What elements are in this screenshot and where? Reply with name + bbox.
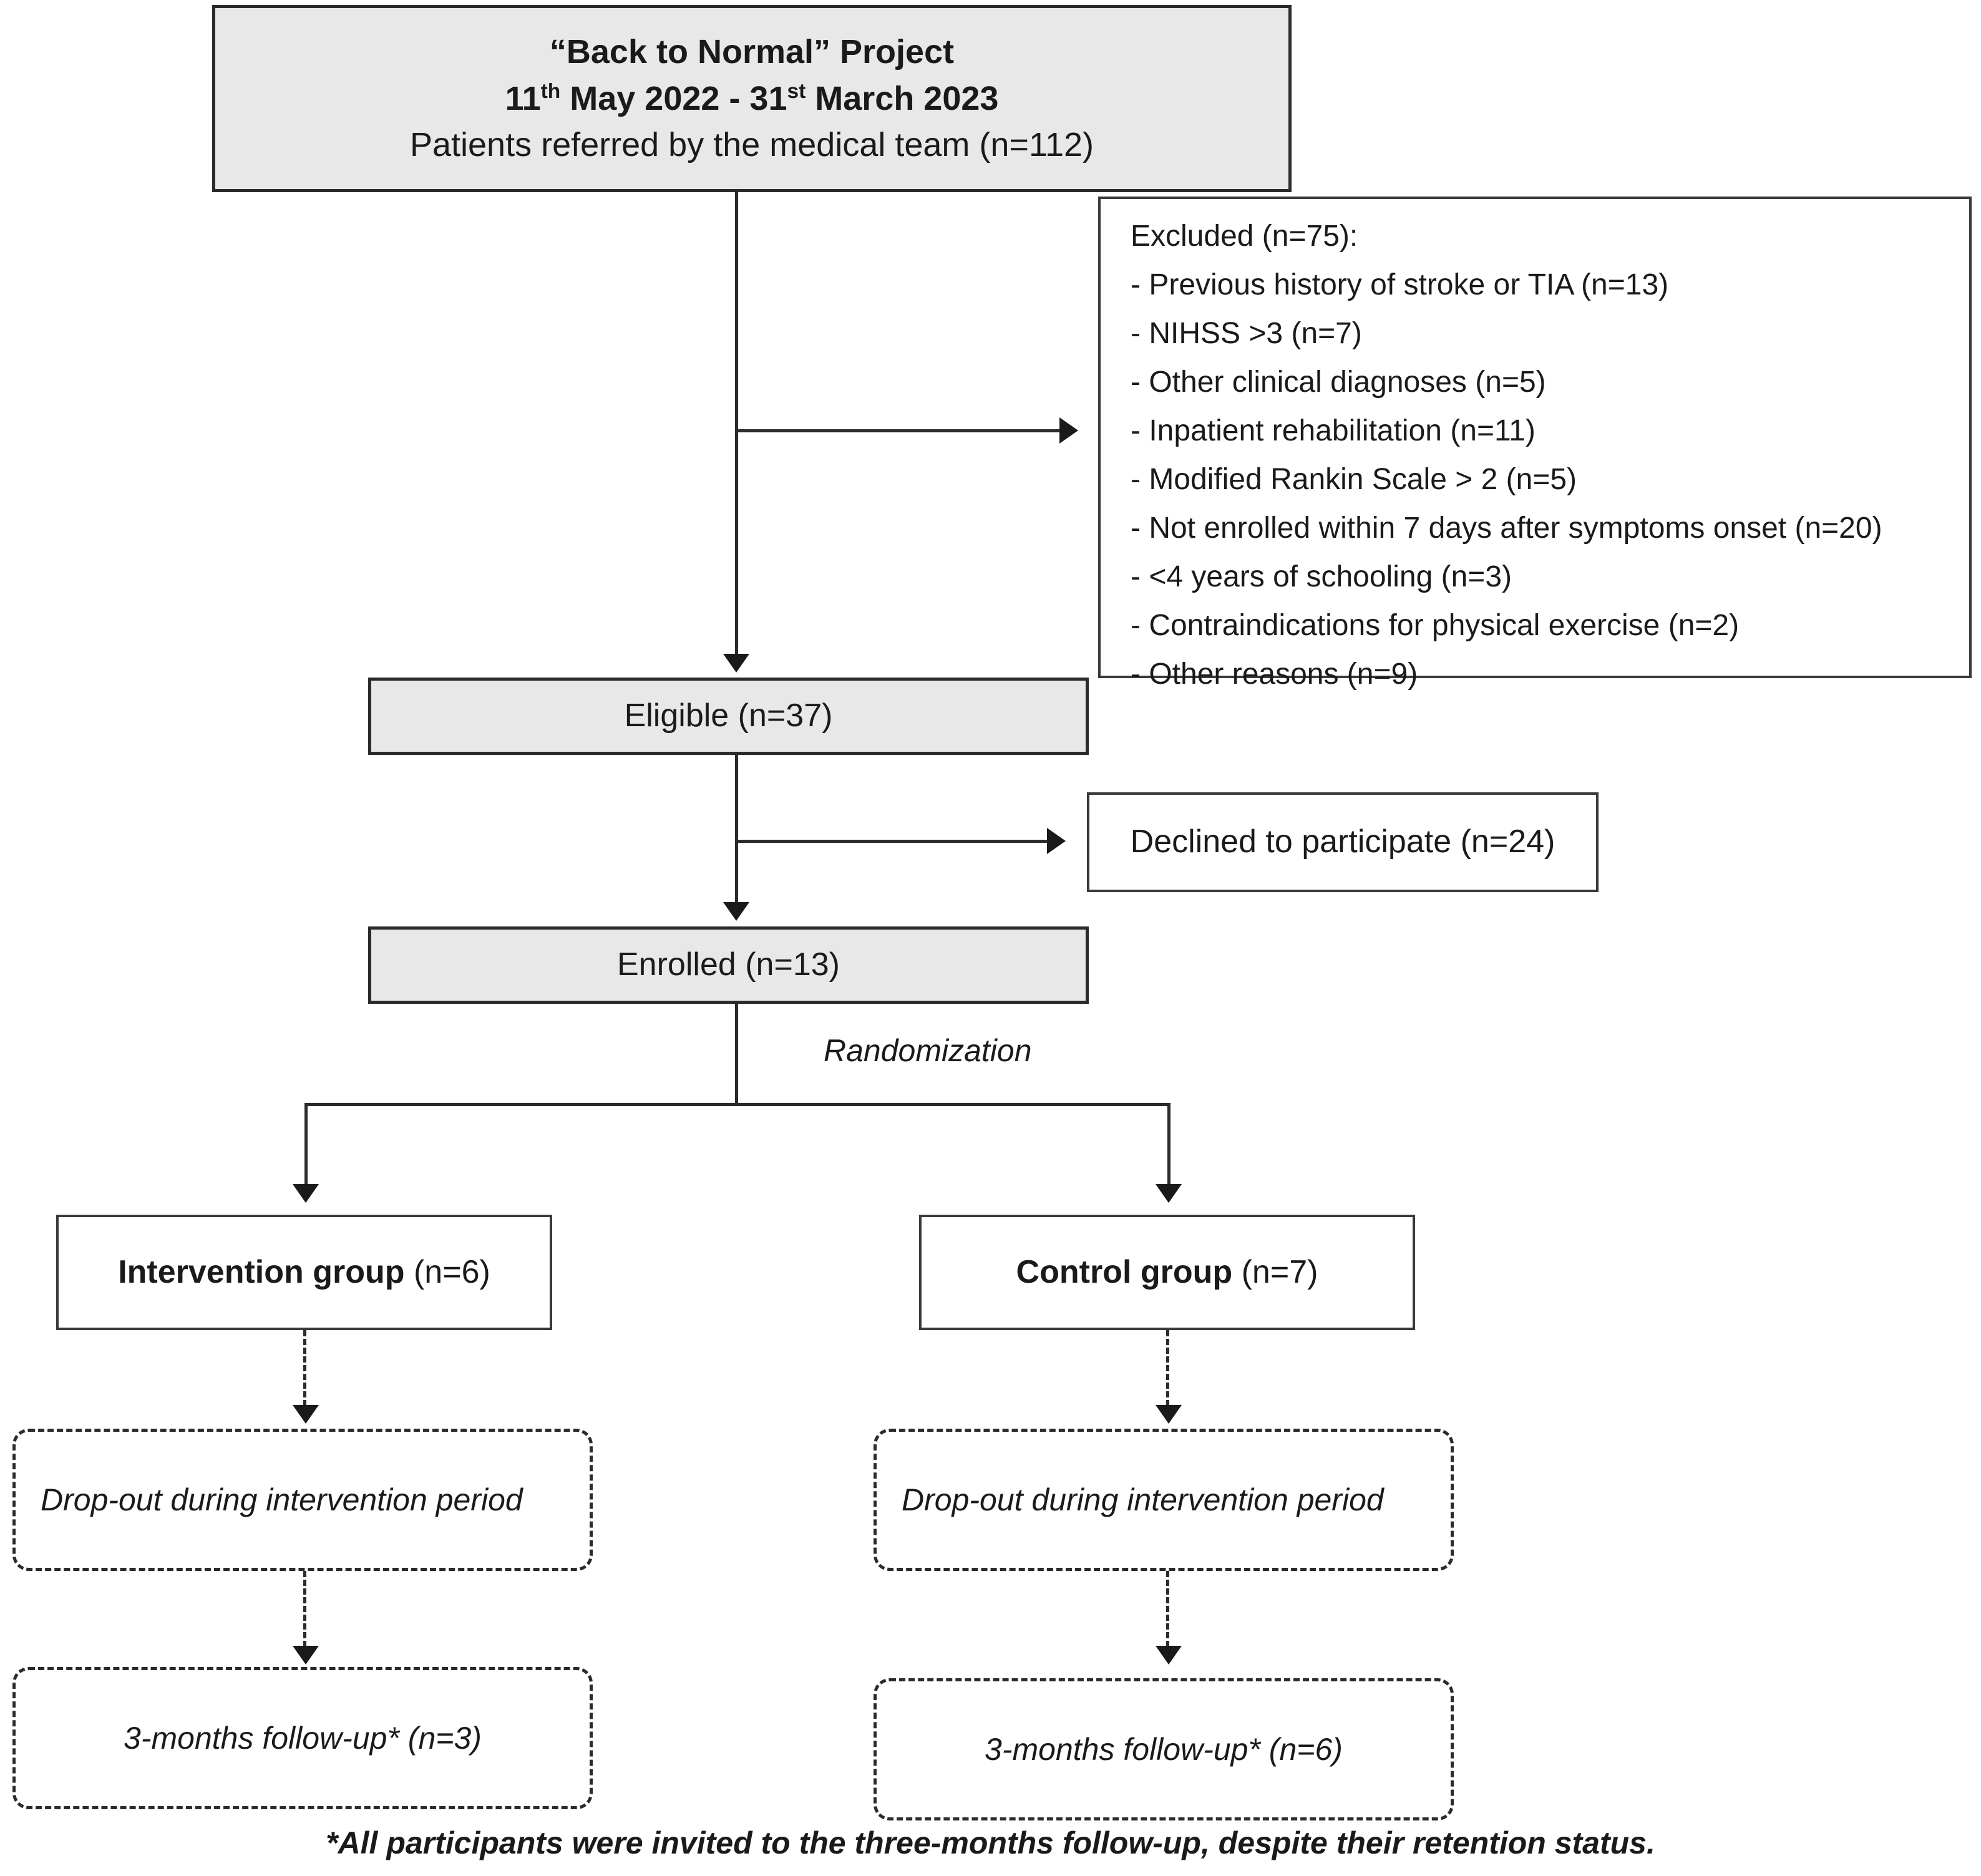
- excluded-reason: - Contraindications for physical exercis…: [1131, 609, 1740, 642]
- excluded-heading: Excluded (n=75):: [1131, 220, 1358, 253]
- eligible-box: Eligible (n=37): [368, 678, 1089, 755]
- arrow-right-to-excluded: [1059, 417, 1078, 444]
- followup-box-control: 3-months follow-up* (n=6): [874, 1678, 1454, 1820]
- ordinal-suffix-2: st: [787, 79, 806, 103]
- followup-intervention-label: 3-months follow-up* (n=3): [124, 1721, 482, 1756]
- dashed-connector-intervention-dropout: [303, 1330, 306, 1406]
- dropout-intervention-label: Drop-out during intervention period: [41, 1482, 523, 1517]
- title-line-3: Patients referred by the medical team (n…: [409, 126, 1094, 164]
- connector-to-declined: [736, 840, 1048, 843]
- arrow-right-to-declined: [1047, 828, 1066, 854]
- intervention-group-count: (n=6): [404, 1253, 490, 1290]
- arrow-down-to-intervention: [293, 1184, 319, 1203]
- arrow-down-intervention-dropout: [293, 1405, 319, 1424]
- dashed-connector-intervention-followup: [303, 1571, 306, 1647]
- title-line-1: “Back to Normal” Project: [549, 33, 955, 71]
- arrow-down-to-enrolled: [723, 902, 749, 921]
- date-start-day: 11: [505, 79, 541, 117]
- intervention-group-name: Intervention group: [118, 1253, 405, 1290]
- dropout-box-control: Drop-out during intervention period: [874, 1429, 1454, 1571]
- eligible-label: Eligible (n=37): [624, 697, 833, 734]
- excluded-reason: - NIHSS >3 (n=7): [1131, 317, 1362, 350]
- arrow-down-control-followup: [1156, 1646, 1182, 1665]
- dropout-box-intervention: Drop-out during intervention period: [12, 1429, 593, 1571]
- intervention-group-box: Intervention group (n=6): [56, 1215, 552, 1330]
- title-line-2: 11th May 2022 - 31st March 2023: [505, 75, 999, 122]
- arrow-down-to-eligible: [723, 654, 749, 673]
- ordinal-suffix-1: th: [540, 79, 561, 103]
- declined-label: Declined to participate (n=24): [1130, 824, 1555, 860]
- split-left-branch: [304, 1103, 308, 1185]
- control-group-label: Control group (n=7): [1016, 1251, 1318, 1294]
- excluded-reason: - Other reasons (n=9): [1131, 658, 1418, 691]
- connector-enrolled-to-split: [735, 1004, 738, 1105]
- excluded-list: Excluded (n=75): - Previous history of s…: [1101, 199, 1969, 708]
- excluded-reason: - <4 years of schooling (n=3): [1131, 560, 1512, 593]
- excluded-reason: - Previous history of stroke or TIA (n=1…: [1131, 268, 1669, 301]
- followup-box-intervention: 3-months follow-up* (n=3): [12, 1667, 593, 1809]
- control-group-count: (n=7): [1232, 1253, 1318, 1290]
- enrolled-box: Enrolled (n=13): [368, 926, 1089, 1004]
- connector-eligible-to-enrolled: [735, 755, 738, 903]
- excluded-reason: - Other clinical diagnoses (n=5): [1131, 366, 1546, 399]
- split-horizontal-line: [304, 1103, 1171, 1106]
- excluded-reason: - Inpatient rehabilitation (n=11): [1131, 414, 1536, 447]
- enrolled-label: Enrolled (n=13): [617, 946, 840, 983]
- dashed-connector-control-followup: [1166, 1571, 1169, 1647]
- control-group-name: Control group: [1016, 1253, 1233, 1290]
- title-box: “Back to Normal” Project 11th May 2022 -…: [212, 5, 1292, 192]
- dashed-connector-control-dropout: [1166, 1330, 1169, 1406]
- split-right-branch: [1167, 1103, 1171, 1185]
- date-end: March 2023: [806, 79, 999, 117]
- randomization-label: Randomization: [824, 1033, 1032, 1068]
- connector-to-excluded: [736, 429, 1061, 432]
- arrow-down-intervention-followup: [293, 1646, 319, 1665]
- arrow-down-to-control: [1156, 1184, 1182, 1203]
- excluded-box: Excluded (n=75): - Previous history of s…: [1098, 197, 1972, 689]
- date-middle: May 2022 - 31: [560, 79, 787, 117]
- intervention-group-label: Intervention group (n=6): [118, 1251, 490, 1294]
- dropout-control-label: Drop-out during intervention period: [902, 1482, 1384, 1517]
- declined-box: Declined to participate (n=24): [1087, 792, 1599, 892]
- connector-title-to-eligible: [735, 192, 738, 655]
- excluded-reason: - Not enrolled within 7 days after sympt…: [1131, 512, 1882, 545]
- followup-control-label: 3-months follow-up* (n=6): [985, 1732, 1343, 1767]
- arrow-down-control-dropout: [1156, 1405, 1182, 1424]
- footnote: *All participants were invited to the th…: [326, 1825, 1655, 1860]
- control-group-box: Control group (n=7): [919, 1215, 1415, 1330]
- excluded-reason: - Modified Rankin Scale > 2 (n=5): [1131, 463, 1577, 496]
